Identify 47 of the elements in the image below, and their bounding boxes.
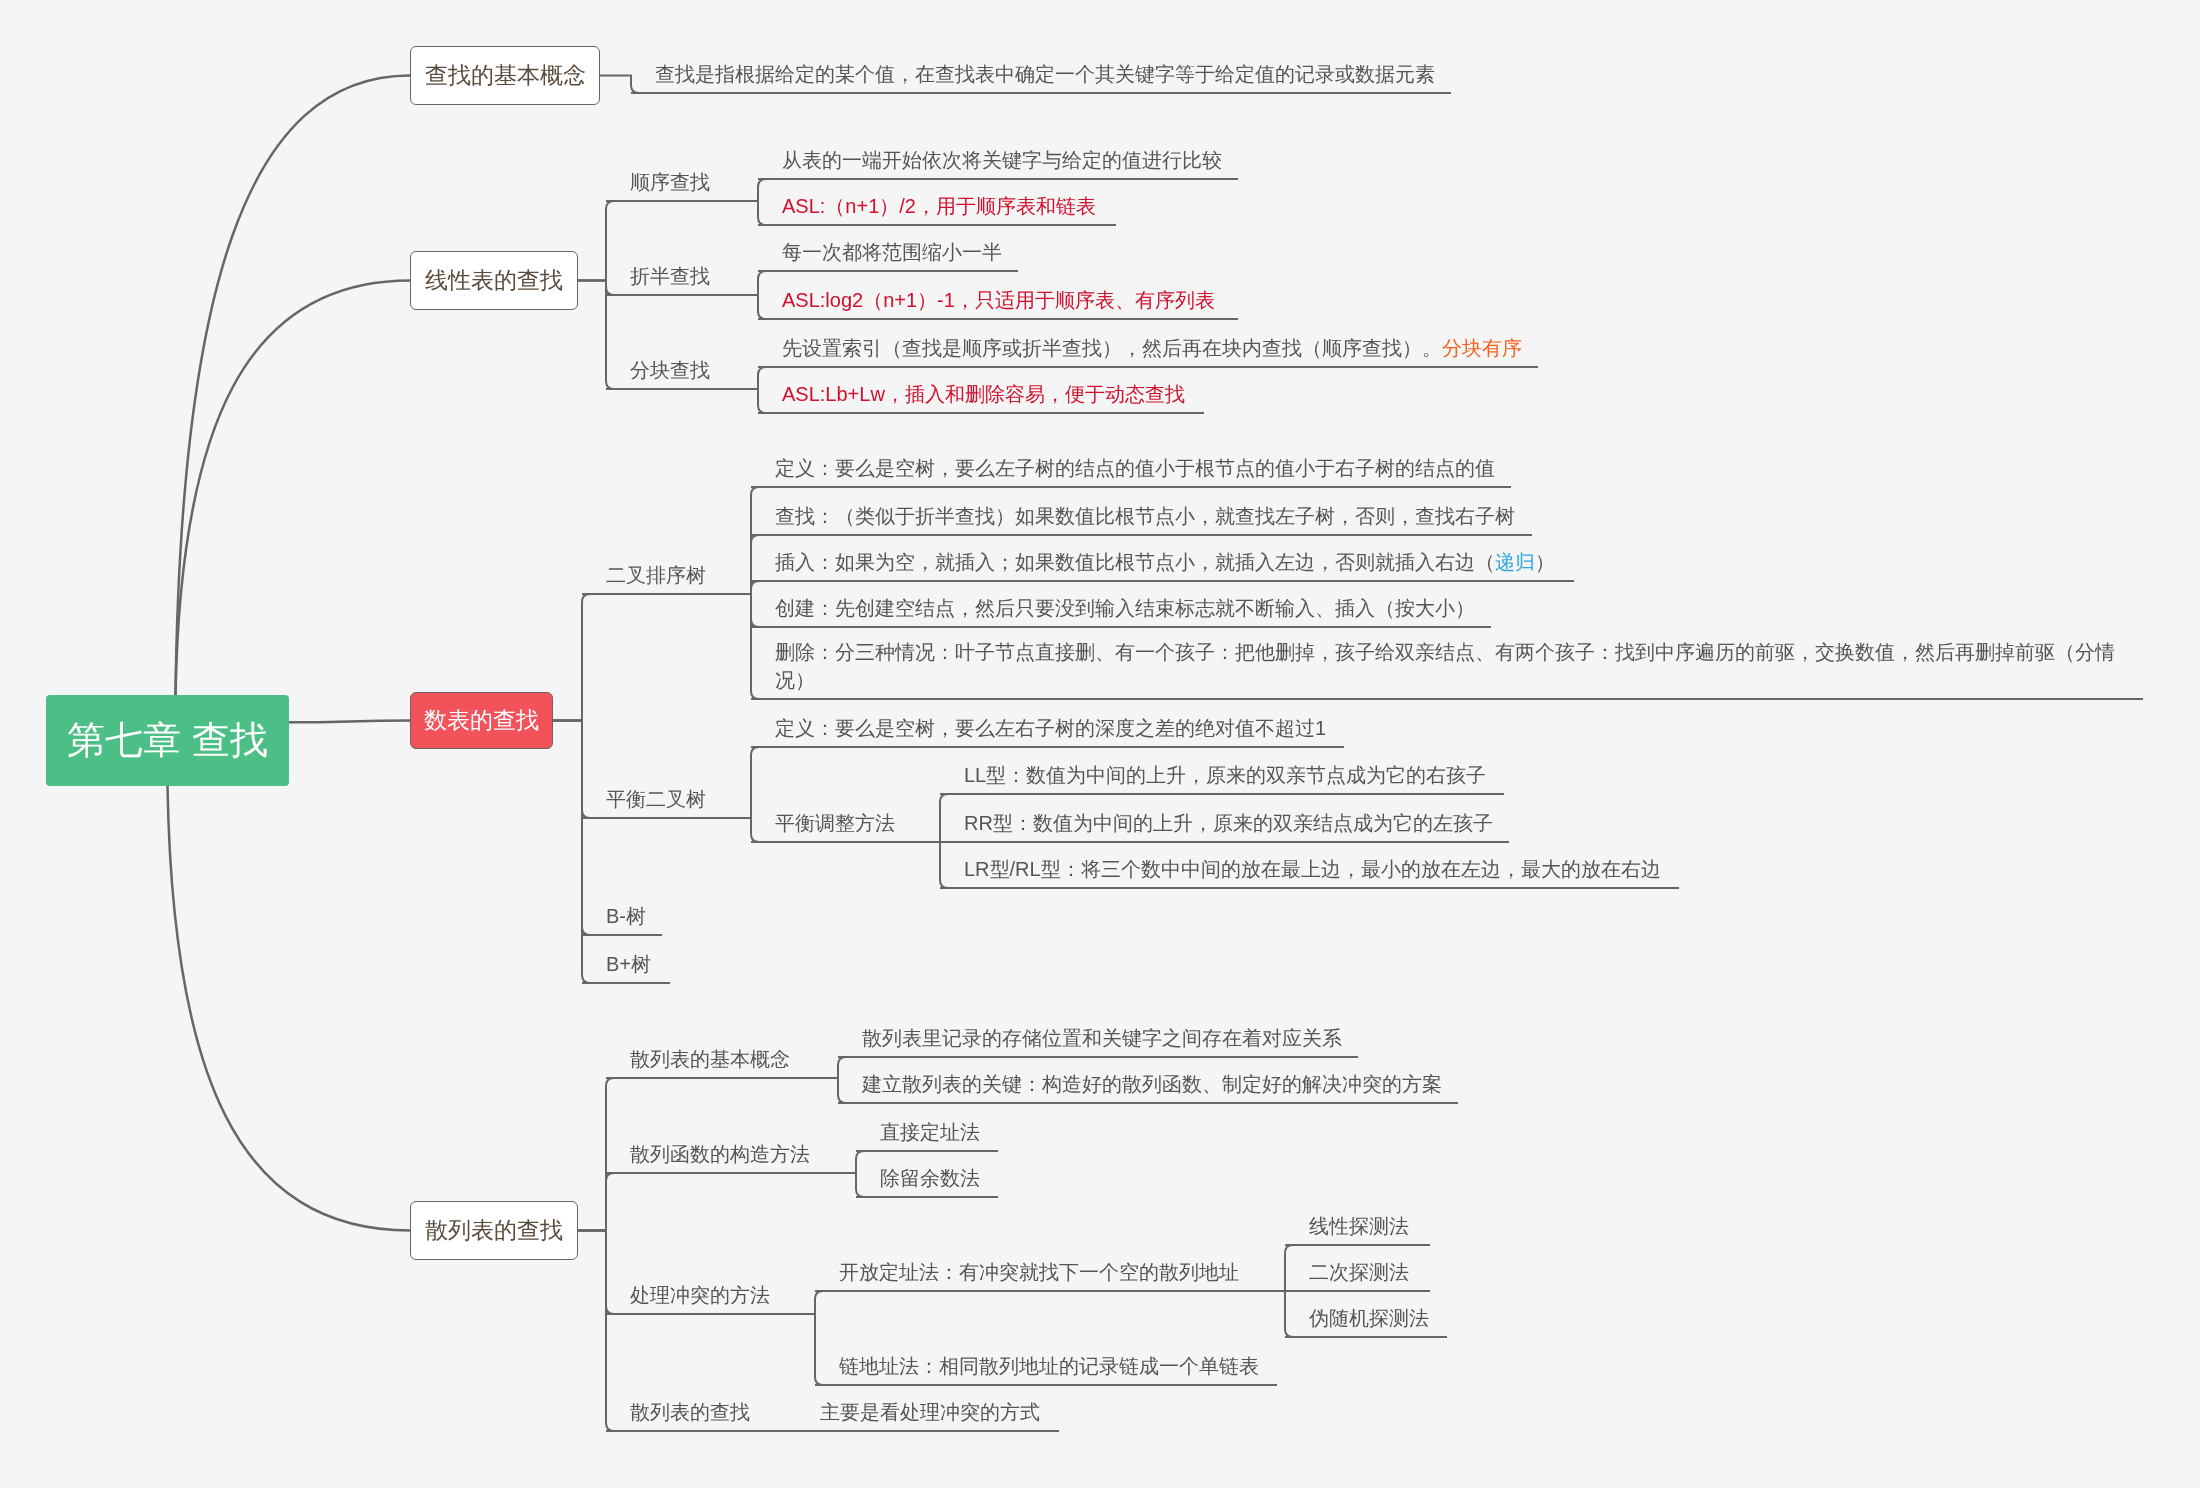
subtopic-label: 先设置索引（查找是顺序或折半查找），然后再在块内查找（顺序查找）。分块有序 — [758, 332, 1538, 368]
connector-line — [166, 785, 411, 1232]
subtopic-label: 折半查找 — [606, 260, 742, 296]
subtopic-label: 处理冲突的方法 — [606, 1279, 799, 1315]
subtopic-label: 定义：要么是空树，要么左右子树的深度之差的绝对值不超过1 — [751, 712, 1344, 748]
subtopic-label: RR型：数值为中间的上升，原来的双亲结点成为它的左孩子 — [940, 807, 1509, 843]
subtopic-label: ASL:（n+1）/2，用于顺序表和链表 — [758, 190, 1116, 226]
subtopic-label: 建立散列表的关键：构造好的散列函数、制定好的解决冲突的方案 — [838, 1068, 1458, 1104]
subtopic-label: 二次探测法 — [1285, 1256, 1430, 1292]
subtopic-label: 平衡二叉树 — [582, 783, 734, 819]
subtopic-label: B-树 — [582, 900, 662, 936]
subtopic-label: 查找是指根据给定的某个值，在查找表中确定一个其关键字等于给定值的记录或数据元素 — [631, 58, 1451, 94]
subtopic-label: ASL:Lb+Lw，插入和删除容易，便于动态查找 — [758, 378, 1204, 414]
subtopic-label: 删除：分三种情况：叶子节点直接删、有一个孩子：把他删掉，孩子给双亲结点、有两个孩子：找到中序遍历的前驱，交换数值，然后再删掉前驱（分情况） — [751, 636, 2143, 700]
subtopic-label: 散列表的查找 — [606, 1396, 780, 1432]
subtopic-label: 除留余数法 — [856, 1162, 998, 1198]
branch-topic-box: 数表的查找 — [410, 692, 553, 749]
subtopic-label: 分块查找 — [606, 354, 742, 390]
subtopic-label: 从表的一端开始依次将关键字与给定的值进行比较 — [758, 144, 1238, 180]
subtopic-label: 创建：先创建空结点，然后只要没到输入结束标志就不断输入、插入（按大小） — [751, 592, 1491, 628]
connector-line — [779, 1430, 797, 1432]
subtopic-label: 查找：（类似于折半查找）如果数值比根节点小，就查找左子树，否则，查找右子树 — [751, 500, 1532, 536]
subtopic-label: 散列表的基本概念 — [606, 1043, 822, 1079]
subtopic-label: 每一次都将范围缩小一半 — [758, 236, 1018, 272]
central-topic-box: 第七章 查找 — [46, 695, 289, 786]
branch-topic-box: 查找的基本概念 — [410, 46, 600, 105]
subtopic-label: B+树 — [582, 948, 670, 984]
subtopic-label: 主要是看处理冲突的方式 — [796, 1396, 1059, 1432]
subtopic-label: 二叉排序树 — [582, 559, 734, 595]
connector-line — [174, 279, 411, 696]
subtopic-label: 插入：如果为空，就插入；如果数值比根节点小，就插入左边，否则就插入右边（递归） — [751, 546, 1574, 582]
subtopic-label: 开放定址法：有冲突就找下一个空的散列地址 — [815, 1256, 1269, 1292]
subtopic-label: 散列表里记录的存储位置和关键字之间存在着对应关系 — [838, 1022, 1358, 1058]
branch-topic-box: 散列表的查找 — [410, 1201, 578, 1260]
subtopic-label: 定义：要么是空树，要么左子树的结点的值小于根节点的值小于右子树的结点的值 — [751, 452, 1511, 488]
subtopic-label: 线性探测法 — [1285, 1210, 1430, 1246]
connector-line — [289, 719, 410, 724]
subtopic-label: 伪随机探测法 — [1285, 1302, 1447, 1338]
subtopic-label: ASL:log2（n+1）-1，只适用于顺序表、有序列表 — [758, 284, 1238, 320]
branch-topic-box: 线性表的查找 — [410, 251, 578, 310]
subtopic-label: 平衡调整方法 — [751, 807, 924, 843]
subtopic-label: 散列函数的构造方法 — [606, 1138, 840, 1174]
subtopic-label: LR型/RL型：将三个数中中间的放在最上边，最小的放在左边，最大的放在右边 — [940, 853, 1679, 889]
subtopic-label: LL型：数值为中间的上升，原来的双亲节点成为它的右孩子 — [940, 759, 1504, 795]
subtopic-label: 链地址法：相同散列地址的记录链成一个单链表 — [815, 1350, 1277, 1386]
subtopic-label: 直接定址法 — [856, 1116, 998, 1152]
subtopic-label: 顺序查找 — [606, 166, 742, 202]
